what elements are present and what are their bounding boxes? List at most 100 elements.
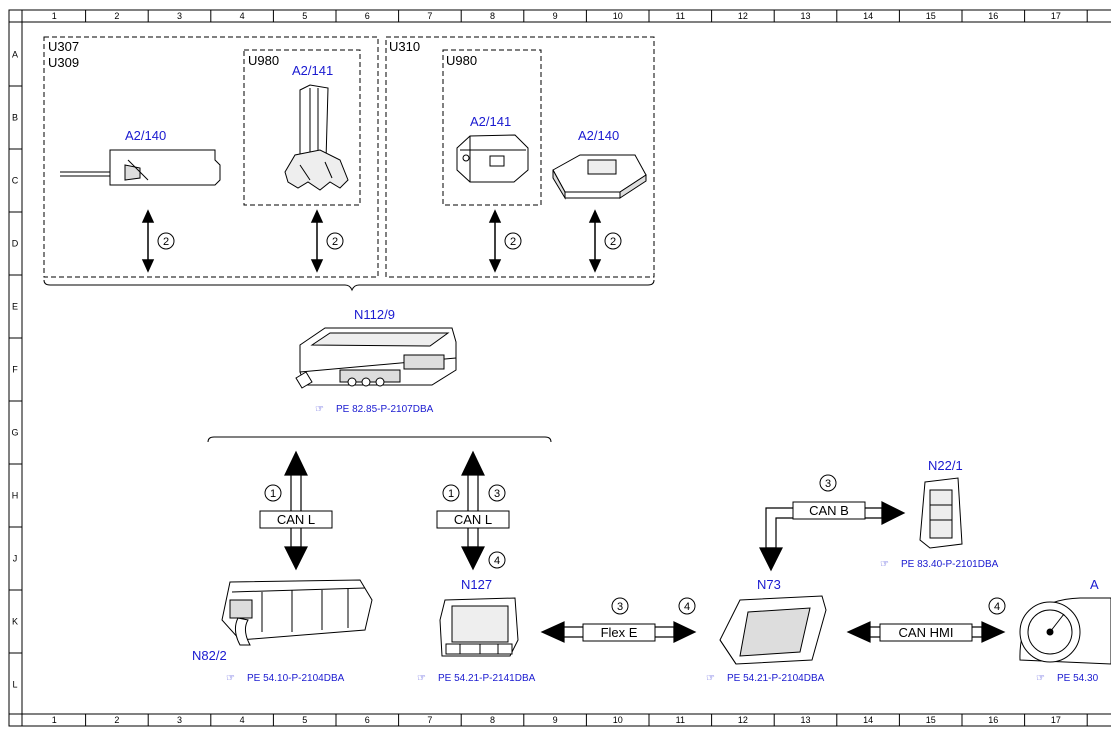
column-label: 9 xyxy=(553,715,558,725)
row-label: B xyxy=(12,113,18,123)
note-2-c: 2 xyxy=(510,236,516,248)
bus-box-can-l-right xyxy=(436,510,510,529)
note-circles-top xyxy=(157,232,622,250)
note-4-c: 4 xyxy=(994,601,1000,613)
column-label: 7 xyxy=(427,11,432,21)
column-label: 15 xyxy=(926,715,936,725)
label-a2-141-right: A2/141 xyxy=(470,114,511,129)
row-label: C xyxy=(12,176,19,186)
n82-2-image xyxy=(221,579,373,646)
note-circle-3-a xyxy=(488,484,506,502)
bus-box-can-b xyxy=(792,501,866,520)
note-2-a: 2 xyxy=(163,236,169,248)
column-label: 3 xyxy=(177,11,182,21)
row-label: H xyxy=(12,491,19,501)
column-label: 7 xyxy=(427,715,432,725)
u980-box-left xyxy=(243,49,361,206)
link-arrows-top xyxy=(141,209,602,273)
n112-bracket xyxy=(207,436,552,443)
note-circle-4-c xyxy=(988,597,1006,615)
bus-label-can-b: CAN B xyxy=(809,503,849,518)
note-4-b: 4 xyxy=(684,601,690,613)
column-label: 12 xyxy=(738,11,748,21)
ref-n82-2: PE 54.10-P-2104DBA xyxy=(247,673,345,684)
column-label: 14 xyxy=(863,715,873,725)
column-label: 13 xyxy=(800,11,810,21)
variant-u307: U307 xyxy=(48,39,79,54)
bus-box-flex-e xyxy=(582,623,656,642)
bus-label-can-l-left: CAN L xyxy=(277,512,315,527)
note-circle-4-b xyxy=(678,597,696,615)
column-label: 5 xyxy=(302,11,307,21)
bus-label-flex-e: Flex E xyxy=(601,625,638,640)
column-label: 1 xyxy=(52,715,57,725)
column-label: 16 xyxy=(988,715,998,725)
note-1-left: 1 xyxy=(270,488,276,500)
bus-box-can-l-left xyxy=(259,510,333,529)
n127-image xyxy=(439,597,519,657)
column-label: 1 xyxy=(52,11,57,21)
variant-u980-left: U980 xyxy=(248,53,279,68)
ref-n22-1: PE 83.40-P-2101DBA xyxy=(901,559,999,570)
ref-n127: PE 54.21-P-2141DBA xyxy=(438,673,536,684)
u980-box-right xyxy=(442,49,542,206)
column-label: 16 xyxy=(988,11,998,21)
note-3-c: 3 xyxy=(825,478,831,490)
variant-box-left xyxy=(43,36,379,278)
column-label: 15 xyxy=(926,11,936,21)
instrument-cluster-image xyxy=(1019,597,1111,665)
row-label: G xyxy=(11,428,18,438)
row-label: J xyxy=(13,554,18,564)
ref-icon-n73: ☞ xyxy=(706,673,715,684)
label-a2-141-left: A2/141 xyxy=(292,63,333,78)
column-label: 2 xyxy=(114,11,119,21)
note-circle-3-c xyxy=(819,474,837,492)
column-label: 3 xyxy=(177,715,182,725)
a2-140-right-image xyxy=(552,154,647,200)
label-n73: N73 xyxy=(757,577,781,592)
variant-u309: U309 xyxy=(48,55,79,70)
column-label: 10 xyxy=(613,715,623,725)
n22-1-image xyxy=(919,477,963,549)
row-label: E xyxy=(12,302,18,312)
column-label: 5 xyxy=(302,715,307,725)
row-label: A xyxy=(12,50,18,60)
label-n82-2: N82/2 xyxy=(192,648,227,663)
ref-n73: PE 54.21-P-2104DBA xyxy=(727,673,825,684)
column-label: 17 xyxy=(1051,715,1061,725)
bus-label-can-l-right: CAN L xyxy=(454,512,492,527)
row-label: D xyxy=(12,239,19,249)
note-circle-3-b xyxy=(611,597,629,615)
note-4-a: 4 xyxy=(494,555,500,567)
label-n22-1: N22/1 xyxy=(928,458,963,473)
label-a2-140-left: A2/140 xyxy=(125,128,166,143)
label-n127: N127 xyxy=(461,577,492,592)
bus-box-can-hmi xyxy=(879,623,973,642)
column-label: 8 xyxy=(490,11,495,21)
top-bracket xyxy=(43,279,655,292)
column-label: 9 xyxy=(553,11,558,21)
row-label: L xyxy=(12,680,17,690)
note-3-b: 3 xyxy=(617,601,623,613)
note-2-d: 2 xyxy=(610,236,616,248)
column-ruler: 1122334455667788991010111112121313141415… xyxy=(52,10,1088,726)
variant-u310: U310 xyxy=(389,39,420,54)
column-label: 11 xyxy=(676,715,685,725)
column-label: 4 xyxy=(240,715,245,725)
ref-icon-cluster: ☞ xyxy=(1036,673,1045,684)
n73-image xyxy=(719,595,827,665)
ref-n112-9: PE 82.85-P-2107DBA xyxy=(336,404,434,415)
label-cluster: A xyxy=(1090,577,1099,592)
note-1-right: 1 xyxy=(448,488,454,500)
label-a2-140-right: A2/140 xyxy=(578,128,619,143)
a2-141-right-image xyxy=(456,134,529,183)
note-circle-1-left xyxy=(264,484,282,502)
row-label: K xyxy=(12,617,18,627)
a2-140-left-image xyxy=(60,149,221,186)
ref-icon-n127: ☞ xyxy=(417,673,426,684)
a2-141-left-image xyxy=(284,84,349,191)
variant-u980-right: U980 xyxy=(446,53,477,68)
note-2-b: 2 xyxy=(332,236,338,248)
